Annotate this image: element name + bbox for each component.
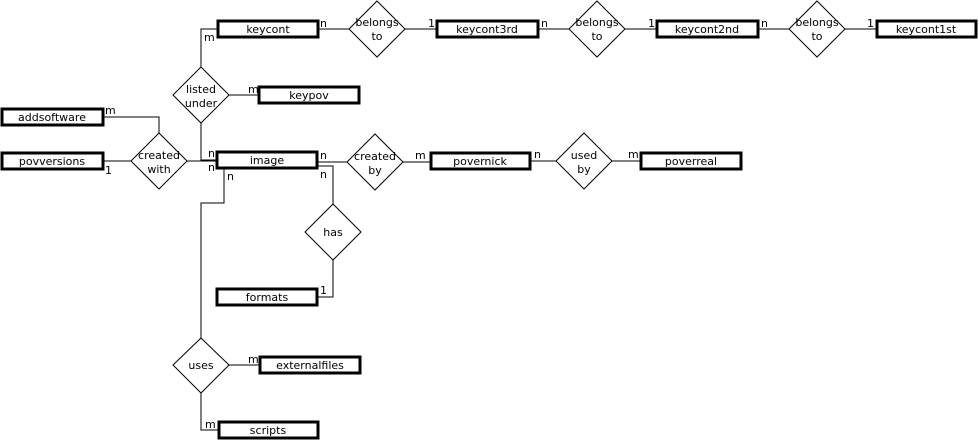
relationship-used-by-line1: used xyxy=(571,149,597,162)
entity-formats[interactable]: formats xyxy=(215,287,319,307)
entity-povernick-label: povernick xyxy=(453,155,507,168)
entity-formats-label: formats xyxy=(246,291,289,304)
relationship-uses-line1: uses xyxy=(188,359,213,372)
relationship-belongs-to-2-line2: to xyxy=(591,30,602,43)
cardinality-poverreal-used-by: m xyxy=(628,148,639,161)
line-listed-image xyxy=(200,123,217,161)
entity-keycont3rd-label: keycont3rd xyxy=(456,23,518,36)
cardinality-formats-has: 1 xyxy=(320,284,327,297)
entity-povernick[interactable]: povernick xyxy=(429,151,532,171)
line-uses-scripts xyxy=(200,393,219,431)
relationship-belongs-to-1-line2: to xyxy=(371,30,382,43)
line-image-uses xyxy=(200,168,225,338)
relationship-has[interactable]: has xyxy=(304,203,362,261)
cardinality-image-has: n xyxy=(320,168,327,181)
relationship-created-with-line2: with xyxy=(147,163,170,176)
entity-povversions-label: povversions xyxy=(19,155,86,168)
relationship-listed-under[interactable]: listed under xyxy=(172,66,230,124)
entity-externalfiles-label: externalfiles xyxy=(276,359,344,372)
cardinality-keycont3rd-belongs1: 1 xyxy=(428,17,435,30)
cardinality-povversions-created: 1 xyxy=(105,164,112,177)
entity-povversions[interactable]: povversions xyxy=(0,151,105,171)
entity-keycont1st[interactable]: keycont1st xyxy=(875,19,978,39)
entity-keycont3rd[interactable]: keycont3rd xyxy=(435,19,540,39)
cardinality-keypov-listed: m xyxy=(248,83,259,96)
entity-addsoftware-label: addsoftware xyxy=(18,111,86,124)
relationship-belongs-to-3[interactable]: belongs to xyxy=(788,0,846,58)
cardinalities: n 1 n 1 n 1 m m n m 1 n n m n m n 1 n m … xyxy=(105,17,874,431)
entity-keycont1st-label: keycont1st xyxy=(896,23,957,36)
relationship-used-by[interactable]: used by xyxy=(555,132,613,190)
cardinality-keycont1st-belongs3: 1 xyxy=(867,17,874,30)
cardinality-povernick-created-by: m xyxy=(415,149,426,162)
relationship-created-with[interactable]: created with xyxy=(130,132,188,190)
connector-lines xyxy=(103,28,877,431)
line-image-has xyxy=(317,165,334,204)
line-addsoftware-created xyxy=(103,116,160,133)
entity-keycont2nd[interactable]: keycont2nd xyxy=(655,19,760,39)
entity-keypov-label: keypov xyxy=(289,89,329,102)
entity-scripts-label: scripts xyxy=(250,424,287,437)
entity-keycont2nd-label: keycont2nd xyxy=(675,23,739,36)
cardinality-keycont2nd-belongs2: 1 xyxy=(648,17,655,30)
entities: keycont keycont3rd keycont2nd keycont1st… xyxy=(0,19,978,440)
relationships: belongs to belongs to belongs to listed … xyxy=(130,0,846,394)
relationship-created-by[interactable]: created by xyxy=(346,133,404,191)
entity-keycont[interactable]: keycont xyxy=(216,19,320,39)
cardinality-addsoftware-created: m xyxy=(105,104,116,117)
relationship-belongs-to-2-line1: belongs xyxy=(575,16,618,29)
relationship-belongs-to-1[interactable]: belongs to xyxy=(348,0,406,58)
relationship-belongs-to-3-line2: to xyxy=(811,30,822,43)
cardinality-image-created-by: n xyxy=(320,149,327,162)
relationship-used-by-line2: by xyxy=(577,163,591,176)
cardinality-keycont-listed: m xyxy=(204,31,215,44)
line-has-formats xyxy=(317,260,334,298)
entity-poverreal-label: poverreal xyxy=(665,155,717,168)
relationship-belongs-to-1-line1: belongs xyxy=(355,16,398,29)
cardinality-image-listed: n xyxy=(208,147,215,160)
entity-keypov[interactable]: keypov xyxy=(257,85,361,105)
entity-addsoftware[interactable]: addsoftware xyxy=(0,107,105,127)
cardinality-povernick-used-by: n xyxy=(534,148,541,161)
cardinality-keycont2nd-belongs3: n xyxy=(761,17,768,30)
cardinality-image-created-with: n xyxy=(208,161,215,174)
cardinality-keycont-belongs1: n xyxy=(320,17,327,30)
relationship-listed-under-line1: listed xyxy=(186,83,216,96)
cardinality-externalfiles-uses: m xyxy=(248,353,259,366)
entity-poverreal[interactable]: poverreal xyxy=(639,151,743,171)
relationship-has-line1: has xyxy=(323,226,343,239)
cardinality-scripts-uses: m xyxy=(205,418,216,431)
relationship-created-by-line1: created xyxy=(354,150,396,163)
relationship-uses[interactable]: uses xyxy=(172,337,230,394)
relationship-listed-under-line2: under xyxy=(185,97,218,110)
entity-scripts[interactable]: scripts xyxy=(217,420,320,440)
entity-image-label: image xyxy=(250,154,284,167)
cardinality-keycont3rd-belongs2: n xyxy=(541,17,548,30)
relationship-created-with-line1: created xyxy=(138,149,180,162)
line-keycont-listed xyxy=(200,28,217,67)
entity-image[interactable]: image xyxy=(215,150,319,170)
entity-keycont-label: keycont xyxy=(246,23,290,36)
relationship-created-by-line2: by xyxy=(368,164,382,177)
entity-externalfiles[interactable]: externalfiles xyxy=(258,355,362,375)
relationship-belongs-to-3-line1: belongs xyxy=(795,16,838,29)
relationship-belongs-to-2[interactable]: belongs to xyxy=(568,0,626,58)
cardinality-image-uses: n xyxy=(227,170,234,183)
